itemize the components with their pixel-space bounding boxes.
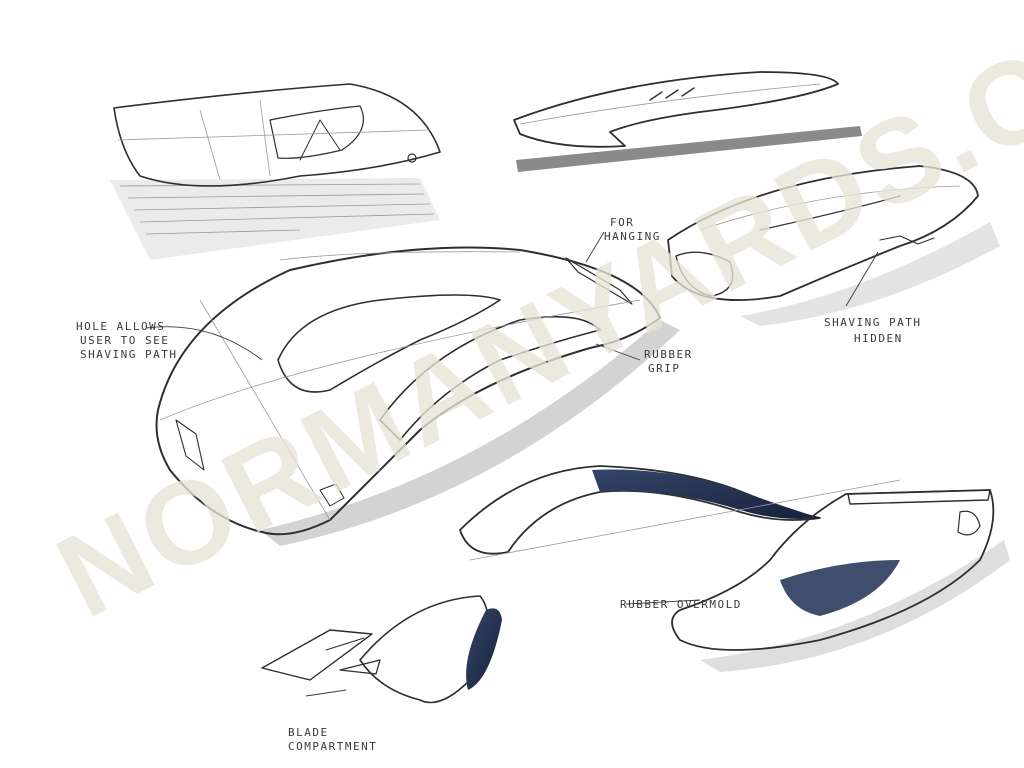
shaving-path-hidden-line-1: SHAVING PATH [824, 316, 921, 329]
sketch-side-profile [513, 71, 862, 172]
sketch-navy-overmold [671, 489, 1010, 672]
for-hanging-line-1: FOR [610, 216, 634, 229]
for-hanging-line-2: HANGING [604, 230, 661, 243]
hole-allows-line-3: SHAVING PATH [80, 348, 177, 361]
rubber-grip-line-2: GRIP [648, 362, 681, 375]
annotation-hole-allows: HOLE ALLOWS USER TO SEE SHAVING PATH [76, 320, 177, 361]
rubber-grip-line-1: RUBBER [644, 348, 693, 361]
sketch-closed-concept [667, 165, 1000, 326]
annotation-shaving-path-hidden: SHAVING PATH HIDDEN [824, 316, 921, 345]
sketch-flat-razor-concept [110, 83, 441, 260]
annotation-for-hanging: FOR HANGING [604, 216, 661, 243]
sketch-navy-arch [459, 465, 901, 561]
annotation-rubber-overmold: RUBBER OVERMOLD [620, 598, 742, 611]
annotation-blade-compartment: BLADE COMPARTMENT [288, 726, 377, 753]
hole-allows-line-1: HOLE ALLOWS [76, 320, 165, 333]
blade-compartment-line-1: BLADE [288, 726, 329, 739]
rubber-overmold-label: RUBBER OVERMOLD [620, 598, 742, 611]
blade-compartment-line-2: COMPARTMENT [288, 740, 377, 753]
sketch-main-handle [155, 246, 680, 546]
sketch-blade-compartment [261, 595, 502, 704]
shaving-path-hidden-line-2: HIDDEN [854, 332, 903, 345]
annotation-leaders [145, 231, 879, 697]
hole-allows-line-2: USER TO SEE [80, 334, 169, 347]
annotation-rubber-grip: RUBBER GRIP [644, 348, 693, 375]
